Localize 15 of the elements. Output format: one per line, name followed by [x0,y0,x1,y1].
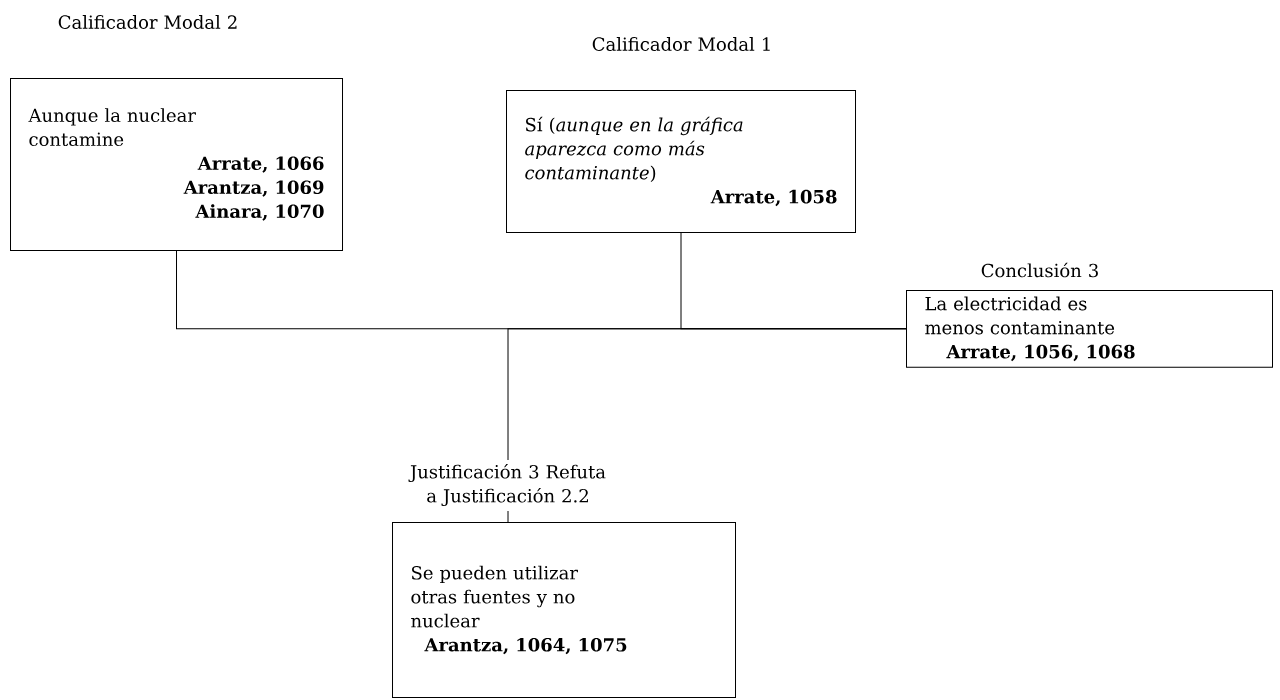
node-label: Arrate, 1058 [710,189,837,207]
node-label: Arantza, 1069 [183,180,324,197]
text-box: Sí (aunque en la gráfica aparezca como más contaminante) Arrate, 1058 [506,90,856,233]
heading-label: Calificador Modal 2 [58,15,237,29]
node-label: Aunque la nuclear contamine [28,108,196,147]
connector-line [507,328,907,461]
text-box: La electricidad es menos contaminante Arrate, 1056, 1068 [906,290,1273,368]
text-box: Se pueden utilizar otras fuentes y no nuclear Arantza, 1064, 1075 [392,522,736,698]
heading-label: Conclusión 3 [981,262,1098,278]
node-label: Ainara, 1070 [195,204,324,221]
node-label: Sí (aunque en la gráfica aparezca como más contaminante) [525,116,743,183]
node-label: Arrate, 1066 [197,156,324,173]
text-box: Aunque la nuclear contamine Arrate, 1066 Arantza, 1069 Ainara, 1070 [10,78,343,251]
heading-label: Justificación 3 Refuta a Justificación 2.2 [408,463,606,507]
heading-label: Calificador Modal 1 [592,37,770,51]
